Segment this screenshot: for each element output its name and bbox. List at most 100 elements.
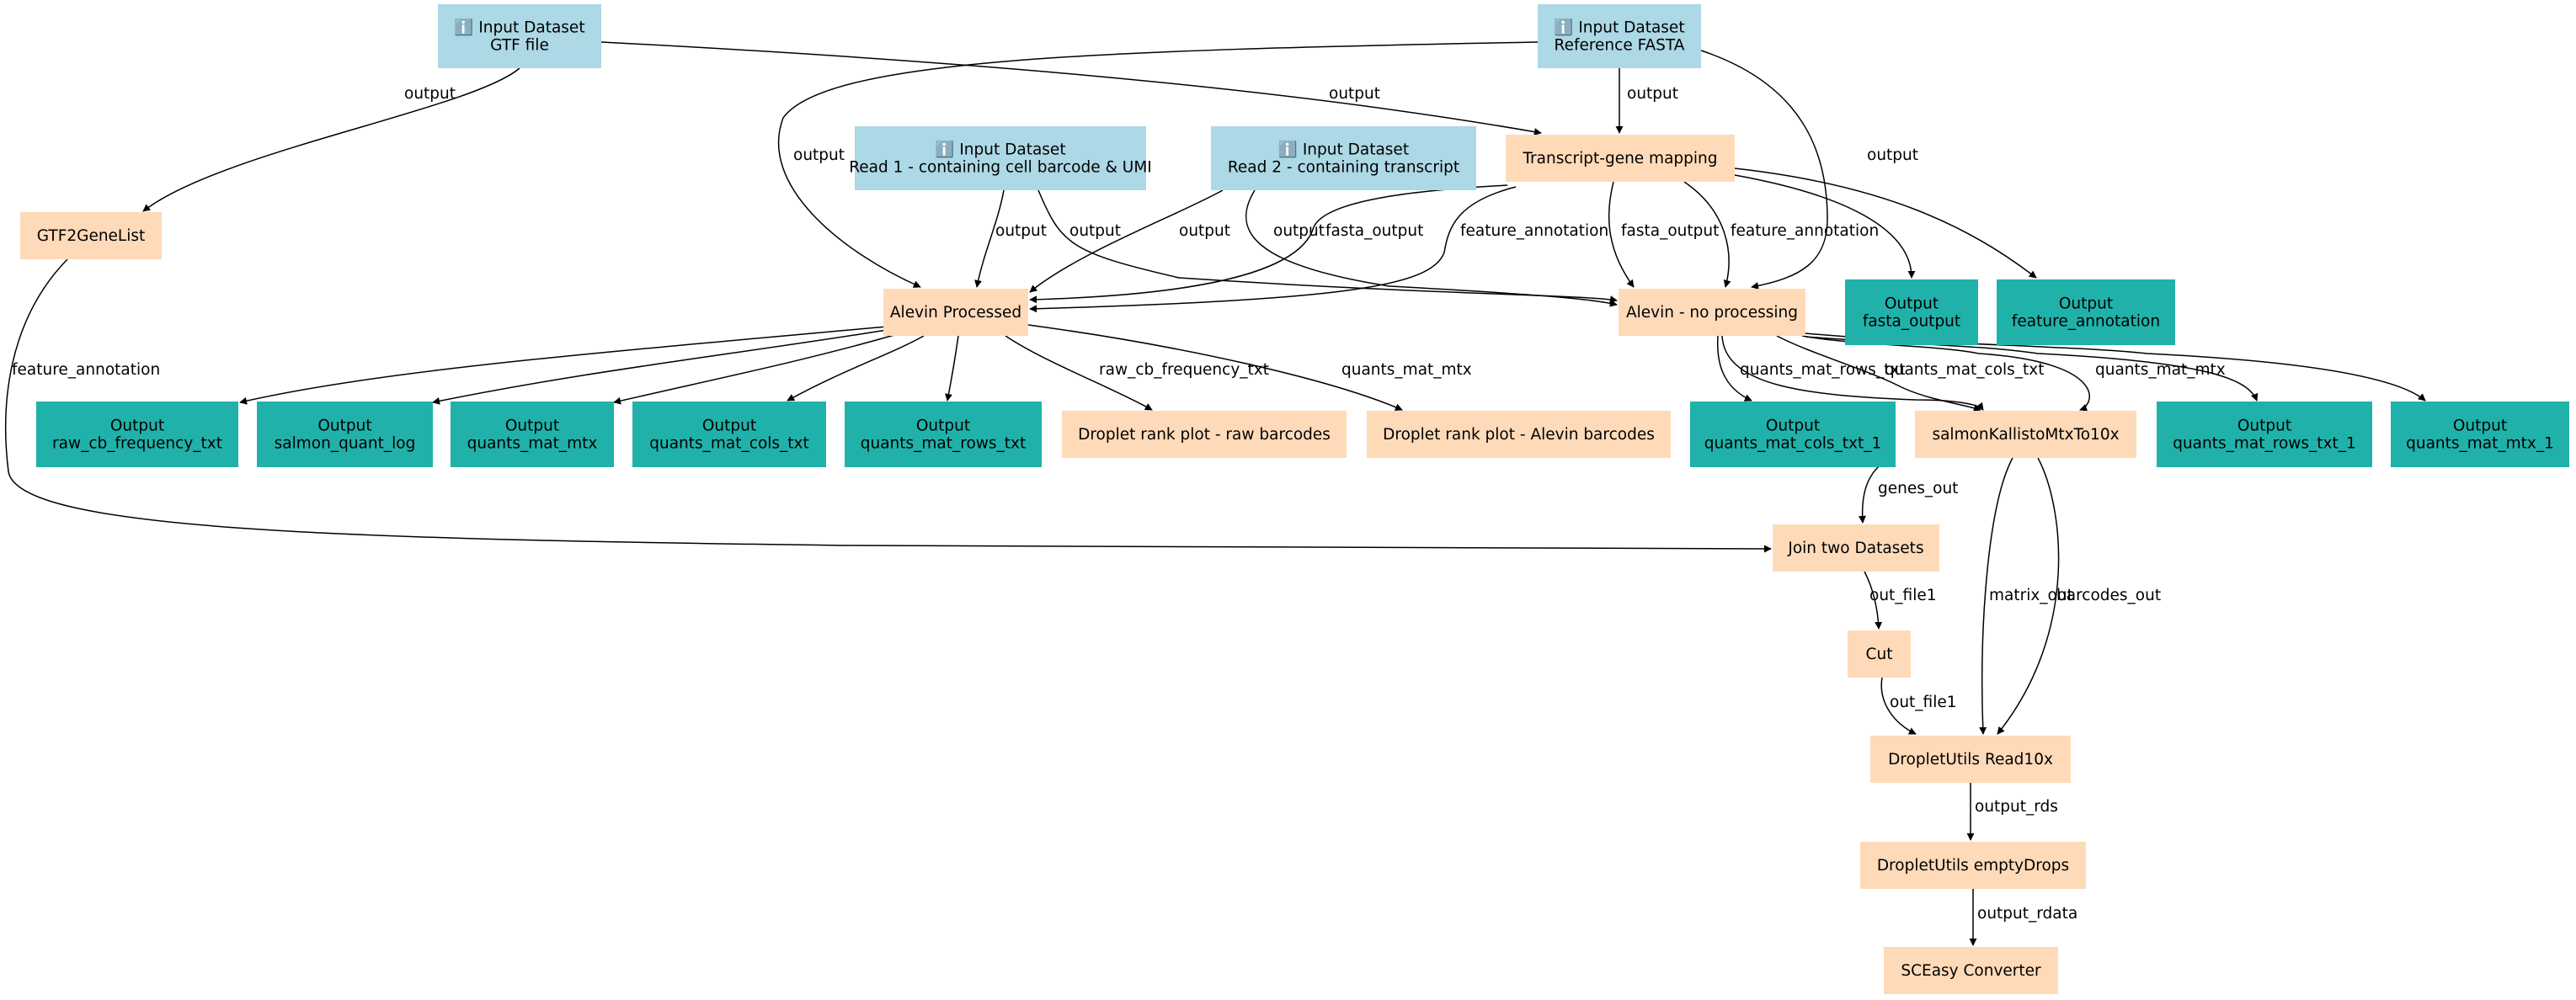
node-label-out_qmtx-line-0: Output [505,418,559,435]
node-label-out_qcols-line-0: Output [702,418,756,435]
edge-label-emptydrops-to-sceasy: output_rdata [1977,905,2077,923]
node-label-fasta-line-1: Reference FASTA [1555,37,1685,55]
edge-alevin_np-to-salmon10x [1776,335,1981,412]
edge-label-read2-to-alevin_np: output [1273,222,1325,240]
edge-label-salmon10x-to-join: genes_out [1878,480,1958,497]
node-label-salmon10x-line-0: salmonKallistoMtxTo10x [1932,426,2119,444]
edge-label-tgmap-to-alevin_np: fasta_output [1621,222,1719,240]
edge-read1-to-alevin_np [1037,189,1618,304]
node-label-join-line-0: Join two Datasets [1787,540,1923,557]
node-alevin_p[interactable]: Alevin Processed [883,289,1028,336]
node-label-read1-line-1: Read 1 - containing cell barcode & UMI [849,159,1152,177]
node-label-out_slog-line-1: salmon_quant_log [275,435,416,453]
edge-label-join-to-cut: out_file1 [1869,587,1937,604]
edge-label-alevin_np-to-salmon10x: quants_mat_mtx [2095,361,2226,379]
output-node-box [845,402,1042,467]
node-join[interactable]: Join two Datasets [1773,524,1939,572]
edge-label-read10x-to-emptydrops: output_rds [1975,798,2058,816]
edge-label-read2-to-alevin_p: output [1179,222,1230,240]
node-cut[interactable]: Cut [1848,630,1911,678]
edge-alevin_p-to-drop_raw [1005,335,1153,411]
tool-node-box [1915,411,2136,458]
node-label-read2-line-1: Read 2 - containing transcript [1228,159,1459,177]
output-node-box [2391,402,2569,467]
edge-read2-to-alevin_p [1029,189,1224,293]
node-alevin_np[interactable]: Alevin - no processing [1619,289,1805,336]
edge-alevin_np-to-salmon10x [1721,335,1984,411]
node-label-cut-line-0: Cut [1866,646,1893,663]
node-label-gtf2gene-line-0: GTF2GeneList [37,227,146,245]
edge-tgmap-to-alevin_p [1029,186,1517,313]
edge-tgmap-to-alevin_np [1683,181,1731,288]
edge-tgmap-to-out_feat [1734,168,2037,279]
node-tgmap[interactable]: Transcript-gene mapping [1506,135,1735,182]
output-node-box [1690,402,1896,467]
node-gtf2gene[interactable]: GTF2GeneList [20,212,162,259]
output-node-box [1845,279,1978,345]
node-label-out_qmtx-line-1: quants_mat_mtx [467,435,598,453]
edge-fasta-to-alevin_np [1700,50,1828,290]
edge-label-cut-to-read10x: out_file1 [1890,694,1957,711]
node-label-out_qrows-line-1: quants_mat_rows_txt [861,435,1027,453]
tool-node-box [1773,524,1939,572]
edge-alevin_p-to-out_qmtx [613,334,895,405]
node-label-out_rawcb-line-1: raw_cb_frequency_txt [52,435,222,453]
output-node-box [257,402,433,467]
edge-label-tgmap-to-alevin_np: feature_annotation [1731,222,1879,240]
tool-node-box [1367,411,1671,458]
output-node-box [632,402,826,467]
edge-label-salmon10x-to-read10x: barcodes_out [2056,587,2161,604]
input-node-box [855,126,1146,190]
node-label-out_fasta-line-0: Output [1885,295,1939,313]
edge-alevin_p-to-out_qcols [787,335,925,402]
node-label-read1-line-0: ℹ️ Input Dataset [935,141,1065,159]
edges-layer [5,41,2426,946]
edge-label-fasta-to-alevin_p: output [793,146,845,164]
edge-alevin_p-to-out_slog [432,329,888,405]
tool-node-box [883,289,1028,336]
edge-label-fasta-to-alevin_np: output [1867,146,1918,164]
edge-read1-to-alevin_p [974,189,1005,288]
edge-label-alevin_p-to-drop_raw: raw_cb_frequency_txt [1099,361,1269,379]
node-read10x[interactable]: DropletUtils Read10x [1870,736,2071,783]
node-label-out_qcols1-line-0: Output [1766,418,1820,435]
node-emptydrops[interactable]: DropletUtils emptyDrops [1860,842,2086,889]
edge-label-gtf-to-gtf2gene: output [404,85,456,103]
node-label-drop_raw-line-0: Droplet rank plot - raw barcodes [1078,426,1331,444]
node-label-out_qrows-line-0: Output [916,418,970,435]
node-label-out_rawcb-line-0: Output [110,418,164,435]
edge-label-gtf2gene-to-join: feature_annotation [12,361,160,379]
node-label-out_feat-line-1: feature_annotation [2012,313,2160,331]
node-label-gtf-line-1: GTF file [490,37,549,55]
edge-label-gtf-to-tgmap: output [1329,85,1380,103]
node-label-out_qrows1-line-1: quants_mat_rows_txt_1 [2173,435,2356,453]
node-drop_alevin[interactable]: Droplet rank plot - Alevin barcodes [1367,411,1671,458]
edge-label-read1-to-alevin_np: output [1069,222,1121,240]
edge-alevin_p-to-out_rawcb [239,326,888,405]
edge-fasta-to-alevin_p [777,41,1539,288]
node-drop_raw[interactable]: Droplet rank plot - raw barcodes [1062,411,1347,458]
output-node-box [36,402,238,467]
edge-read2-to-alevin_np [1245,189,1618,307]
tool-node-box [1062,411,1347,458]
edge-label-salmon10x-to-read10x: matrix_out [1989,587,2073,604]
node-sceasy[interactable]: SCEasy Converter [1884,947,2058,994]
node-label-sceasy-line-0: SCEasy Converter [1901,962,2041,980]
edge-gtf-to-gtf2gene [142,67,520,212]
node-salmon10x[interactable]: salmonKallistoMtxTo10x [1915,411,2136,458]
